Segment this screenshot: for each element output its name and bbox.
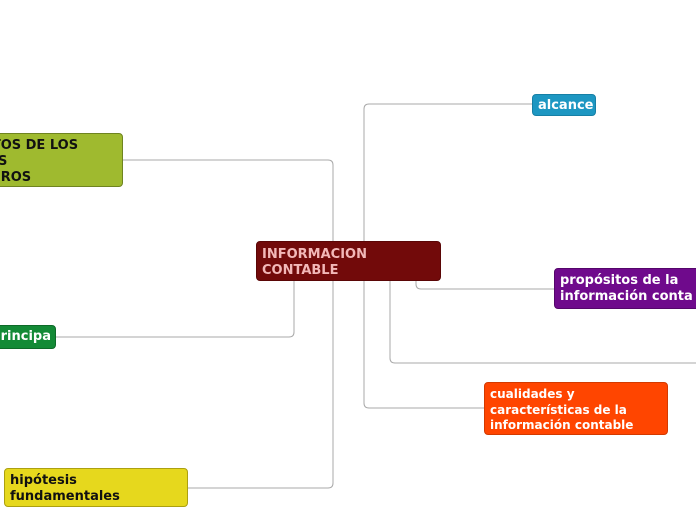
topic-principales[interactable]: rincipa — [0, 325, 56, 349]
connector-requisitos — [123, 159, 334, 245]
connector-alcance — [363, 103, 532, 241]
connector-cualidades — [363, 281, 484, 409]
topic-propositos-informacion-contable[interactable]: propósitos de la información conta — [554, 268, 696, 309]
connector-propositos — [415, 281, 554, 290]
connector-principales — [56, 281, 295, 338]
topic-alcance[interactable]: alcance — [532, 94, 596, 116]
topic-cualidades-caracteristicas[interactable]: cualidades y características de la infor… — [484, 382, 668, 435]
topic-requisitos-estados-financieros[interactable]: ITOS DE LOS OS IEROS — [0, 133, 123, 187]
connector-hipotesis — [188, 280, 334, 489]
connector-offscreen — [389, 281, 696, 364]
central-topic-informacion-contable[interactable]: INFORMACION CONTABLE — [256, 241, 441, 281]
topic-hipotesis-fundamentales[interactable]: hipótesis fundamentales — [4, 468, 188, 507]
